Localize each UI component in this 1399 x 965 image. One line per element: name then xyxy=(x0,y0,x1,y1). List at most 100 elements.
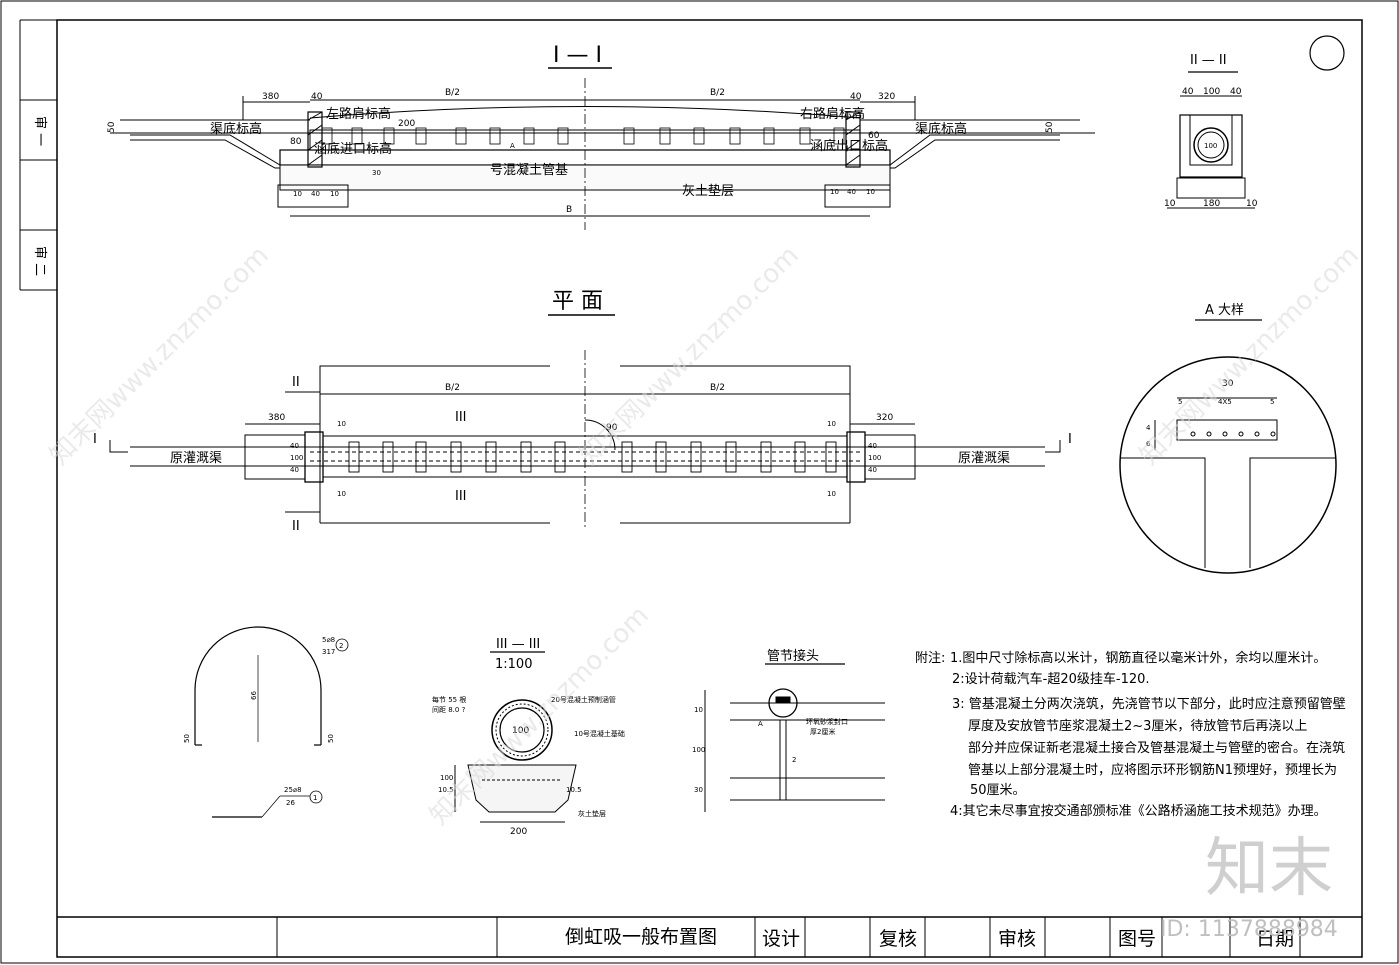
label-culvert-inlet: 涵底进口标高 xyxy=(314,141,392,157)
plan-view xyxy=(109,314,1061,530)
rebar-n1-no: 1 xyxy=(313,794,317,802)
dim-b: B xyxy=(566,205,572,215)
dim-50-rebar-right: 50 xyxy=(327,734,335,743)
sec3-c20: 20号混凝土预制涵管 xyxy=(551,695,616,704)
dim-66-rebar: 66 xyxy=(250,691,258,700)
dim-10-base-left-2: 10 xyxy=(330,190,339,198)
section-ii-ii-labels: II — II 40 100 40 100 10 180 10 xyxy=(1164,53,1258,209)
dim-40-plan-d: 40 xyxy=(868,466,877,474)
note-2: 2:设计荷载汽车-超20级挂车-120. xyxy=(952,671,1150,687)
drawing-name: 倒虹吸一般布置图 xyxy=(565,926,717,948)
section-ii-ii xyxy=(1167,71,1255,209)
tb-review: 审核 xyxy=(998,928,1036,950)
watermark-id: ID: 1137888984 xyxy=(1160,917,1338,942)
dim-10-base-right-2: 10 xyxy=(866,188,875,196)
plan-title: 平 面 xyxy=(552,289,603,314)
joint-seal-2: 厚2厘米 xyxy=(810,727,835,736)
rebar-n2-len: 317 xyxy=(322,648,335,656)
dim-380-plan: 380 xyxy=(268,413,285,423)
watermark-text-1: 知末网www.znzmo.com xyxy=(44,240,275,471)
section-i-i: I — I xyxy=(110,43,1095,230)
dim-40-right: 40 xyxy=(850,92,862,102)
note-1: 1.图中尺寸除标高以米计，钢筋直径以毫米计外，余均以厘米计。 xyxy=(950,650,1326,666)
rebar-n1-spec: 25⌀8 xyxy=(284,786,302,794)
title-block-labels: 倒虹吸一般布置图 设计 复核 审核 图号 日期 xyxy=(565,926,1294,950)
dim-40-plan-b: 40 xyxy=(290,466,299,474)
dim-40-ii-left: 40 xyxy=(1182,87,1194,97)
dim-50-right: 50 xyxy=(1045,121,1055,133)
note-4: 4:其它未尽事宜按交通部颁标准《公路桥涵施工技术规范》办理。 xyxy=(950,803,1327,819)
detail-a-title: A 大样 xyxy=(1205,303,1244,318)
rebar-shapes xyxy=(194,626,349,818)
mark-ii-bottom: II xyxy=(292,519,300,534)
watermark-text-3: 知末网www.znzmo.com xyxy=(1134,240,1365,471)
dim-100-plan-a: 100 xyxy=(290,454,303,462)
dim-30-joint: 30 xyxy=(694,786,703,794)
detail-a-labels: A 大样 30 5 4X5 5 4 6 xyxy=(1146,303,1274,448)
dim-10-base-left: 10 xyxy=(293,190,302,198)
sec3-c10: 10号混凝土基础 xyxy=(574,729,625,738)
mark-iii-bottom: III xyxy=(455,489,467,504)
joint-a: A xyxy=(758,720,763,728)
mark-ii-top: II xyxy=(292,375,300,390)
note-3b: 厚度及安放管节座浆混凝土2~3厘米，待放管节后再浇以上 xyxy=(968,718,1307,734)
dim-180-ii: 180 xyxy=(1203,199,1220,209)
label-a-section: A xyxy=(510,142,515,150)
section-iii-iii-scale: 1:100 xyxy=(495,657,532,672)
dim-10-plan-a: 10 xyxy=(337,420,346,428)
dim-30-section: 30 xyxy=(372,169,381,177)
label-concrete-base: 号混凝土管基 xyxy=(490,162,568,178)
section-i-i-title: I — I xyxy=(553,43,602,68)
watermarks: 知末网www.znzmo.com 知末网www.znzmo.com 知末网www… xyxy=(44,240,1365,942)
sec3-pipe-label-1: 每节 55 根 xyxy=(432,695,466,704)
dim-b2-plan-left: B/2 xyxy=(445,383,460,393)
dim-40-left: 40 xyxy=(311,92,323,102)
sec3-d10-5a: 10.5 xyxy=(438,786,454,794)
joint-seal-1: 环氧砂浆封口 xyxy=(806,717,848,726)
pipe-joint xyxy=(704,663,885,812)
sec3-pipe-label-2: 间距 8.0 ? xyxy=(432,706,466,714)
sec3-lime: 灰土垫层 xyxy=(578,809,606,818)
tb-check: 复核 xyxy=(879,928,917,950)
mark-i-right: I xyxy=(1068,432,1072,447)
label-left-shoulder: 左路肩标高 xyxy=(326,106,391,122)
dim-10-plan-b: 10 xyxy=(337,490,346,498)
note-3: 3: 管基混凝土分两次浇筑，先浇管节以下部分，此时应注意预留管壁 xyxy=(952,696,1346,712)
label-canal-bottom-right: 渠底标高 xyxy=(915,121,967,137)
side-stamp-2: 审 二 xyxy=(32,246,47,276)
dim-100-ii-pipe: 100 xyxy=(1204,142,1217,150)
dim-10-plan-c: 10 xyxy=(827,420,836,428)
dim-4x5-detail: 4X5 xyxy=(1218,398,1232,406)
dim-40-base-left: 40 xyxy=(311,190,320,198)
dim-30-detail: 30 xyxy=(1222,379,1234,389)
dim-5-detail-left: 5 xyxy=(1178,398,1182,406)
label-canal-bottom-left: 渠底标高 xyxy=(210,121,262,137)
sec3-d10-5b: 10.5 xyxy=(566,786,582,794)
dim-10-joint: 10 xyxy=(694,706,703,714)
note-3d: 管基以上部分混凝土时，应将图示环形钢筋N1预埋好，预埋长为 xyxy=(968,762,1337,778)
section-iii-iii-title: III — III xyxy=(496,637,540,652)
dim-b2-left: B/2 xyxy=(445,88,460,98)
dim-5-detail-right: 5 xyxy=(1270,398,1274,406)
plan-ribs xyxy=(348,441,837,473)
dim-40-base-right: 40 xyxy=(847,188,856,196)
dim-100-joint: 100 xyxy=(692,746,705,754)
dim-50-left: 50 xyxy=(107,121,117,133)
detail-a xyxy=(1119,319,1337,574)
dim-100-plan-c: 100 xyxy=(868,454,881,462)
section-iii-iii-labels: III — III 1:100 每节 55 根 间距 8.0 ? 20号混凝土预… xyxy=(432,637,625,837)
pipe-joint-labels: 管节接头 环氧砂浆封口 厚2厘米 A 10 100 30 2 xyxy=(692,648,848,794)
sec3-d100-side: 100 xyxy=(440,774,453,782)
dim-b2-right: B/2 xyxy=(710,88,725,98)
dim-4-detail: 4 xyxy=(1146,424,1151,432)
notes-heading: 附注: xyxy=(915,651,945,666)
mark-i-left: I xyxy=(93,432,97,447)
notes: 附注: 1.图中尺寸除标高以米计，钢筋直径以毫米计外，余均以厘米计。 2:设计荷… xyxy=(915,650,1346,819)
rebar-n2-spec: 5⌀8 xyxy=(322,636,335,644)
watermark-logo: 知末 xyxy=(1205,832,1333,906)
note-3c: 部分并应保证新老混凝土接合及管基混凝土与管壁的密合。在浇筑 xyxy=(968,740,1345,756)
dim-80: 80 xyxy=(290,137,302,147)
label-right-shoulder: 右路肩标高 xyxy=(800,106,865,122)
dim-10-ii-left: 10 xyxy=(1164,199,1176,209)
dim-40-plan-a: 40 xyxy=(290,442,299,450)
